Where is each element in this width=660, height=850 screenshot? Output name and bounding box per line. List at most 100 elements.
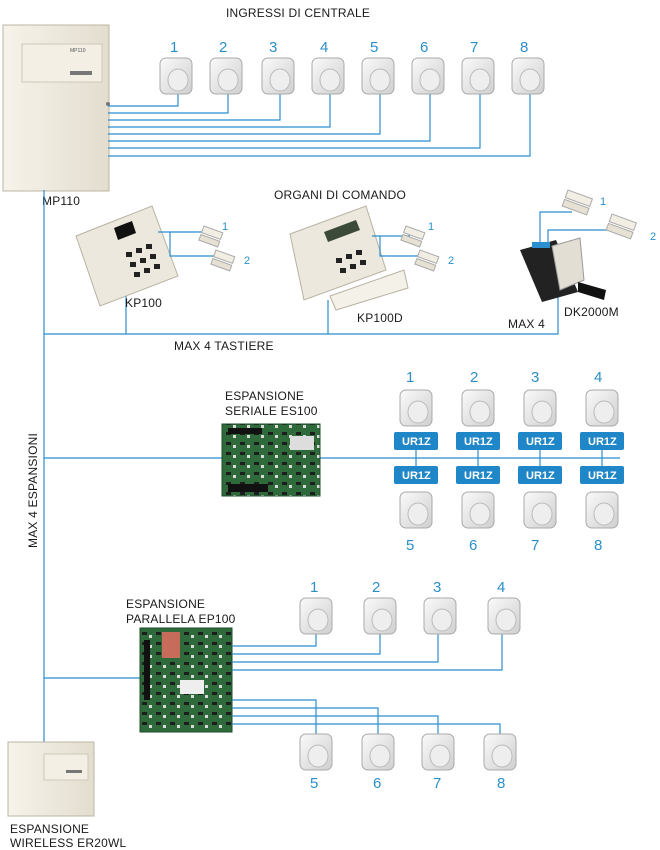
input-number: 5 [370, 39, 378, 56]
commands-title: ORGANI DI COMANDO [274, 188, 406, 202]
kp100d-label: KP100D [357, 311, 403, 325]
contact-number: 2 [244, 255, 250, 267]
key-reader-dk2000m-icon [520, 237, 606, 302]
pir-sensor-icon [523, 389, 557, 427]
pir-sensor-icon [421, 733, 455, 771]
top-sensor-group [159, 57, 545, 95]
svg-text:UR1Z: UR1Z [402, 470, 431, 482]
contact-number: 2 [448, 255, 454, 267]
ur1z-module: UR1Z [580, 432, 624, 450]
ur1z-module: UR1Z [394, 466, 438, 484]
input-number: 8 [520, 39, 528, 56]
serial-title-line2: SERIALE ES100 [225, 404, 318, 418]
ur1z-module: UR1Z [456, 432, 500, 450]
serial-number: 3 [531, 369, 539, 386]
central-unit-mp110: MP110 [2, 24, 110, 192]
input-number: 1 [170, 39, 178, 56]
pir-sensor-icon [461, 57, 495, 95]
ur1z-module: UR1Z [518, 432, 562, 450]
wireless-expansion-icon [7, 741, 95, 817]
pir-sensor-icon [511, 57, 545, 95]
magnetic-contact-icon [198, 225, 224, 248]
pir-sensor-icon [299, 733, 333, 771]
contact-number: 1 [600, 196, 606, 208]
input-number: 4 [320, 39, 328, 56]
magnetic-contact-icon [414, 249, 440, 272]
magnetic-contact-icon [400, 225, 426, 248]
parallel-number: 8 [497, 775, 505, 792]
ur1z-module: UR1Z [580, 466, 624, 484]
pir-sensor-icon [487, 597, 521, 635]
central-inputs-title: INGRESSI DI CENTRALE [226, 6, 370, 20]
central-brand: MP110 [70, 48, 86, 54]
central-logo-icon [70, 71, 92, 75]
ur1z-module: UR1Z [394, 432, 438, 450]
svg-text:UR1Z: UR1Z [526, 436, 555, 448]
svg-text:UR1Z: UR1Z [464, 470, 493, 482]
pir-sensor-icon [399, 389, 433, 427]
kp100-label: KP100 [125, 296, 162, 310]
contact-number: 1 [222, 221, 228, 233]
central-label: MP110 [42, 194, 80, 208]
serial-sensors-top [399, 389, 619, 427]
pir-sensor-icon [361, 733, 395, 771]
parallel-number: 4 [497, 579, 505, 596]
parallel-number: 6 [373, 775, 381, 792]
max-keypads-label: MAX 4 TASTIERE [174, 339, 274, 353]
pir-sensor-icon [411, 57, 445, 95]
parallel-sensors-bottom [299, 733, 517, 771]
parallel-title-line1: ESPANSIONE [126, 597, 205, 611]
pir-sensor-icon [311, 57, 345, 95]
pir-sensor-icon [399, 491, 433, 529]
ur1z-module: UR1Z [456, 466, 500, 484]
serial-number: 5 [406, 537, 414, 554]
parallel-number: 1 [310, 579, 318, 596]
parallel-number: 7 [433, 775, 441, 792]
svg-text:UR1Z: UR1Z [402, 436, 431, 448]
serial-number: 6 [469, 537, 477, 554]
input-number: 3 [269, 39, 277, 56]
ur1z-modules: UR1Z UR1Z UR1Z UR1Z UR1Z UR1Z UR1Z UR1Z [394, 432, 624, 484]
parallel-number: 3 [433, 579, 441, 596]
top-input-numbers: 1 2 3 4 5 6 7 8 [170, 39, 528, 56]
pir-sensor-icon [523, 491, 557, 529]
serial-title-line1: ESPANSIONE [225, 389, 304, 403]
magnetic-contact-icon [605, 213, 638, 240]
svg-text:UR1Z: UR1Z [464, 436, 493, 448]
input-number: 7 [470, 39, 478, 56]
serial-board-es100-icon [221, 423, 321, 497]
wireless-title-line2: WIRELESS ER20WL [10, 836, 126, 850]
contact-number: 2 [650, 231, 656, 243]
svg-text:UR1Z: UR1Z [526, 470, 555, 482]
parallel-title-line2: PARALLELA EP100 [126, 612, 236, 626]
pir-sensor-icon [461, 491, 495, 529]
parallel-sensors-top [299, 597, 521, 635]
central-lock-icon [106, 102, 110, 106]
serial-number: 8 [594, 537, 602, 554]
serial-sensors-bottom [399, 491, 619, 529]
ur1z-module: UR1Z [518, 466, 562, 484]
pir-sensor-icon [423, 597, 457, 635]
input-number: 6 [420, 39, 428, 56]
max-expansions-label: MAX 4 ESPANSIONI [26, 433, 40, 548]
parallel-wires [232, 634, 503, 734]
serial-number: 7 [531, 537, 539, 554]
serial-number: 2 [470, 369, 478, 386]
serial-number: 1 [406, 369, 414, 386]
wireless-title-line1: ESPANSIONE [10, 822, 89, 836]
dk2000m-label: DK2000M [564, 305, 619, 319]
magnetic-contact-icon [210, 249, 236, 272]
keypad-kp100-icon [75, 205, 179, 307]
central-input-wires [108, 92, 531, 157]
svg-text:UR1Z: UR1Z [588, 436, 617, 448]
parallel-board-ep100-icon [139, 627, 233, 733]
pir-sensor-icon [585, 491, 619, 529]
parallel-number: 5 [310, 775, 318, 792]
keypad-kp100d-icon [289, 205, 409, 311]
pir-sensor-icon [361, 57, 395, 95]
pir-sensor-icon [363, 597, 397, 635]
pir-sensor-icon [299, 597, 333, 635]
pir-sensor-icon [483, 733, 517, 771]
pir-sensor-icon [159, 57, 193, 95]
